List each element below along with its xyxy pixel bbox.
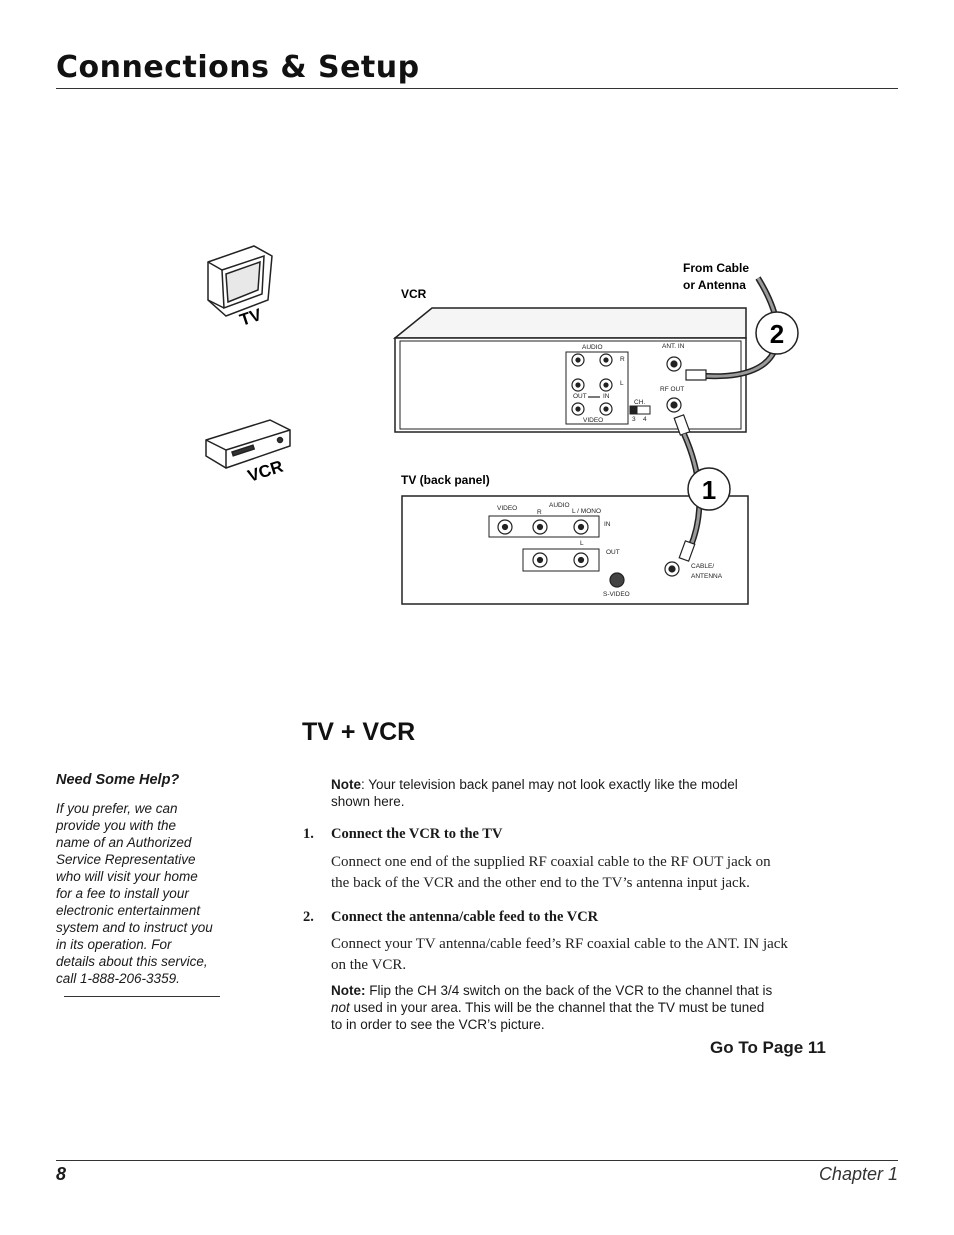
vcr-body xyxy=(392,307,747,433)
step-1-body: Connect one end of the supplied RF coaxi… xyxy=(331,854,771,891)
ch-switch xyxy=(629,405,651,415)
vcr-audio-video-jacks xyxy=(571,353,613,416)
svg-text:VIDEO: VIDEO xyxy=(583,417,603,424)
step-1-badge-number: 1 xyxy=(702,475,716,505)
svg-text:VIDEO: VIDEO xyxy=(497,505,517,512)
step-2-body: Connect your TV antenna/cable feed’s RF … xyxy=(331,936,788,973)
vcr-icon-label: VCR xyxy=(245,457,285,486)
step-1-badge xyxy=(687,467,731,511)
vcr-panel-labels: AUDIO R L OUT IN VIDEO ANT. IN RF OUT CH… xyxy=(573,343,685,424)
svg-text:3: 3 xyxy=(632,416,636,423)
page-title: Connections & Setup xyxy=(56,50,420,85)
svg-text:IN: IN xyxy=(604,521,611,528)
svg-text:AUDIO: AUDIO xyxy=(582,344,603,351)
svg-text:L: L xyxy=(620,380,624,387)
svg-text:CABLE/: CABLE/ xyxy=(691,563,714,570)
svg-text:ANTENNA: ANTENNA xyxy=(691,573,723,580)
tv-panel-label: TV (back panel) xyxy=(401,473,490,487)
note-panel-differs: Note: Your television back panel may not… xyxy=(331,777,738,809)
svg-text:R: R xyxy=(537,509,542,516)
tv-panel-jacks xyxy=(497,519,680,588)
svg-text:OUT: OUT xyxy=(573,393,587,400)
tv-icon xyxy=(207,245,273,317)
help-title: Need Some Help? xyxy=(56,772,180,788)
svg-text:4: 4 xyxy=(643,416,647,423)
step-1-number: 1. xyxy=(303,826,314,842)
go-to-page-link[interactable]: Go To Page 11 xyxy=(710,1038,826,1057)
step-1-title: Connect the VCR to the TV xyxy=(331,826,503,842)
step-2-number: 2. xyxy=(303,909,314,925)
footer-rule xyxy=(56,1160,898,1161)
header-rule xyxy=(56,88,898,89)
step-2-badge xyxy=(755,311,799,355)
svg-text:CH.: CH. xyxy=(634,399,645,406)
svg-text:ANT. IN: ANT. IN xyxy=(662,343,685,350)
tv-panel-labels: VIDEO AUDIO R L / MONO L IN OUT S-VIDEO … xyxy=(497,502,723,598)
svg-text:R: R xyxy=(620,356,625,363)
help-body: If you prefer, we can provide you with t… xyxy=(56,801,213,986)
vcr-icon xyxy=(205,419,291,469)
vcr-label: VCR xyxy=(401,287,427,301)
svg-text:L: L xyxy=(580,540,584,547)
from-cable-label-2: or Antenna xyxy=(683,278,746,292)
note-ch-switch: Note: Flip the CH 3/4 switch on the back… xyxy=(331,983,773,1032)
from-cable-label-1: From Cable xyxy=(683,261,749,275)
svg-text:IN: IN xyxy=(603,393,610,400)
chapter-label: Chapter 1 xyxy=(818,1164,898,1184)
section-title: TV + VCR xyxy=(302,718,416,746)
connection-diagram: TV VCR VCR AUDIO R L OUT IN VIDEO ANT. I… xyxy=(205,245,799,605)
step-2-badge-number: 2 xyxy=(770,319,784,349)
svg-text:S-VIDEO: S-VIDEO xyxy=(603,591,630,598)
step-2-title: Connect the antenna/cable feed to the VC… xyxy=(331,909,599,925)
svg-text:AUDIO: AUDIO xyxy=(549,502,570,509)
svg-text:L / MONO: L / MONO xyxy=(572,508,601,515)
help-divider xyxy=(64,996,220,997)
page-number: 8 xyxy=(56,1164,67,1184)
svg-text:RF OUT: RF OUT xyxy=(660,386,684,393)
vcr-rf-jacks xyxy=(666,356,682,413)
svg-text:OUT: OUT xyxy=(606,549,620,556)
